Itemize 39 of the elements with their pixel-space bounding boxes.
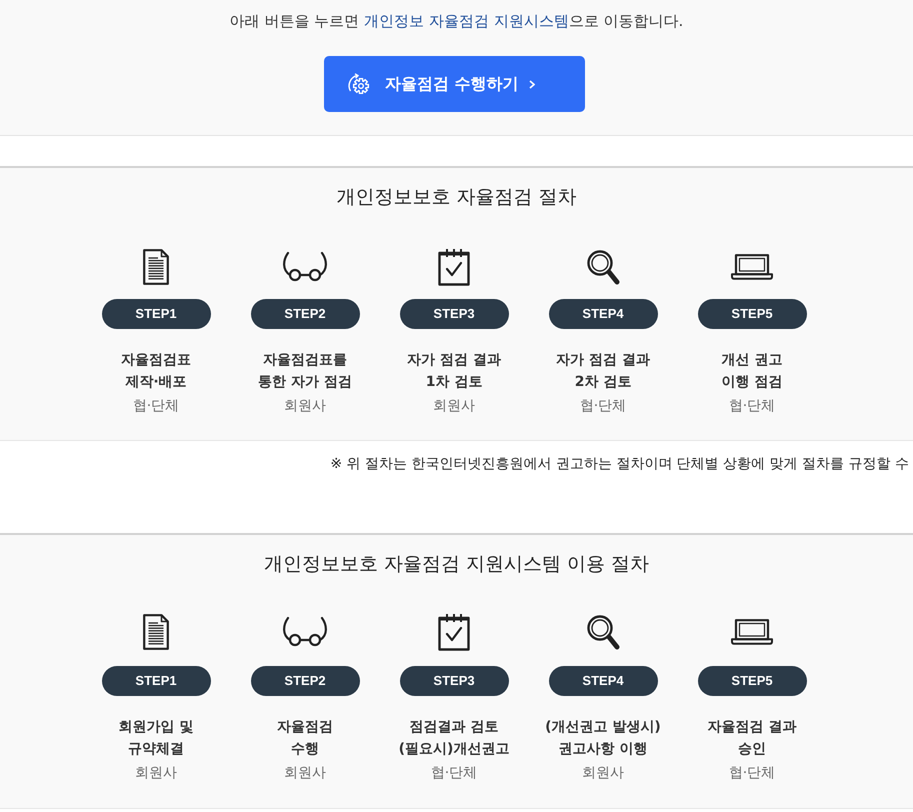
- step-role: 회원사: [284, 765, 326, 781]
- step-title: 자율점검표 제작·배포: [121, 352, 191, 390]
- section-heading: 개인정보보호 자율점검 절차: [336, 185, 577, 209]
- step-role: 협·단체: [728, 398, 776, 414]
- step-title: 자율점검표를 통한 자가 점검: [258, 352, 352, 390]
- step-title: 자가 점검 결과 1차 검토: [407, 352, 501, 390]
- step-pill: STEP1: [102, 666, 210, 696]
- section-panel: [0, 533, 913, 809]
- step-title: 자율점검 결과 승인: [708, 719, 796, 757]
- step-role: 회원사: [284, 398, 326, 414]
- intro-text: 으로 이동합니다.: [568, 12, 684, 30]
- system-link: 개인정보 자율점검 지원시스템: [364, 12, 569, 30]
- step-pill: STEP3: [400, 666, 508, 696]
- step-title: 회원가입 및 규약체결: [118, 719, 194, 757]
- step-pill: STEP2: [250, 299, 360, 329]
- step-pill: STEP4: [548, 666, 658, 696]
- step-role: 협·단체: [430, 765, 478, 781]
- step-role: 회원사: [135, 765, 177, 781]
- step-role: 협·단체: [132, 398, 180, 414]
- step-title: (개선권고 발생시) 권고사항 이행: [545, 719, 661, 757]
- step-role: 회원사: [582, 765, 624, 781]
- step-pill: STEP5: [698, 299, 806, 329]
- step-pill: STEP1: [102, 299, 210, 329]
- step-pill: STEP4: [548, 299, 658, 329]
- section-panel: [0, 166, 913, 441]
- step-title: 자가 점검 결과 2차 검토: [556, 352, 650, 390]
- step-pill: STEP5: [698, 666, 806, 696]
- step-pill: STEP3: [400, 299, 508, 329]
- start-button: 자율점검 수행하기: [324, 56, 585, 112]
- step-title: 자율점검 수행: [277, 719, 333, 757]
- step-title: 개선 권고 이행 점검: [722, 352, 782, 390]
- intro-text: 아래 버튼을 누르면: [230, 12, 360, 30]
- footnote-text: ※ 위 절차는 한국인터넷진흥원에서 권고하는 절차이며 단체별 상황에 맞게 절차를 규정할 수: [330, 456, 909, 472]
- section-heading: 개인정보보호 자율점검 지원시스템 이용 절차: [264, 552, 650, 576]
- step-role: 회원사: [433, 398, 475, 414]
- step-pill: STEP2: [250, 666, 360, 696]
- step-role: 협·단체: [580, 398, 626, 414]
- step-title: 점검결과 검토 (필요시)개선권고: [398, 719, 510, 757]
- step-role: 협·단체: [728, 765, 776, 781]
